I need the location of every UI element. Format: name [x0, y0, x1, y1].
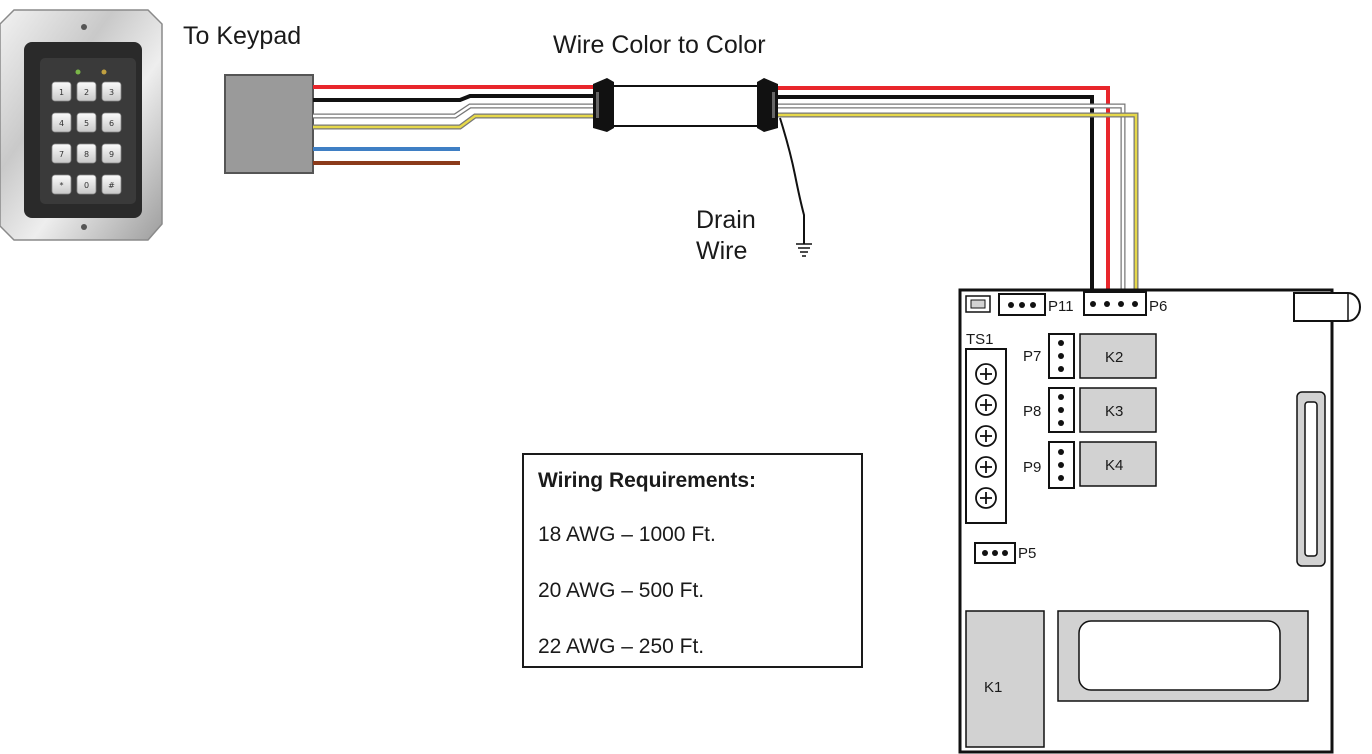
- drain-wire: [779, 117, 812, 257]
- p6-header: [1083, 291, 1147, 316]
- board-wire-run: [778, 86, 1139, 292]
- p8-label: P8: [1023, 403, 1041, 420]
- to-keypad-label: To Keypad: [183, 22, 301, 50]
- relay-k1: [965, 610, 1045, 748]
- black-wire-run: [778, 95, 1094, 292]
- cable-ferrule-right: [757, 78, 778, 132]
- keypad-keys: 1 2 3 4 5 6 7 8 9 * 0 #: [51, 81, 122, 195]
- keypad-key: [101, 143, 122, 164]
- black-wire: [313, 94, 595, 102]
- p7-label: P7: [1023, 348, 1041, 365]
- requirement-line: 20 AWG – 500 Ft.: [538, 579, 705, 602]
- board-led: [1293, 292, 1361, 322]
- relay-k3: [1079, 387, 1157, 433]
- white-wire: [313, 104, 595, 118]
- yellow-wire: [313, 114, 595, 129]
- requirement-line: 18 AWG – 1000 Ft.: [538, 523, 716, 546]
- keypad-key: [51, 81, 72, 102]
- drain-label-line1: Drain: [696, 206, 756, 234]
- keypad-key-label: 8: [84, 150, 89, 159]
- relay-k2: [1079, 333, 1157, 379]
- wire-color-label: Wire Color to Color: [553, 31, 766, 59]
- requirement-line: 22 AWG – 250 Ft.: [538, 635, 705, 658]
- keypad-key: [101, 174, 122, 195]
- keypad-key-label: #: [108, 181, 115, 190]
- keypad-key-label: 7: [59, 150, 64, 159]
- keypad-key-label: 5: [84, 119, 89, 128]
- keypad-key: [101, 112, 122, 133]
- control-board: [958, 288, 1361, 754]
- relay-k4: [1079, 441, 1157, 487]
- red-wire-run: [778, 86, 1110, 292]
- ts1-label: TS1: [966, 331, 994, 348]
- keypad-key-label: 1: [59, 88, 64, 97]
- p6-label: P6: [1149, 298, 1167, 315]
- yellow-wire-run: [778, 113, 1138, 292]
- k4-label: K4: [1105, 457, 1123, 474]
- p5-label: P5: [1018, 545, 1036, 562]
- drain-label-line2: Wire: [696, 237, 747, 265]
- k2-label: K2: [1105, 349, 1123, 366]
- wiring-requirements-box: Wiring Requirements: 18 AWG – 1000 Ft. 2…: [522, 453, 863, 668]
- keypad-device: 1 2 3 4 5 6 7 8 9 * 0 #: [0, 9, 163, 241]
- keypad-key-label: 0: [84, 181, 89, 190]
- keypad-key: [51, 112, 72, 133]
- k1-label: K1: [984, 679, 1002, 696]
- keypad-key: [51, 174, 72, 195]
- k3-label: K3: [1105, 403, 1123, 420]
- p9-label: P9: [1023, 459, 1041, 476]
- keypad-key-label: *: [60, 181, 64, 190]
- keypad-key-label: 4: [59, 119, 64, 128]
- keypad-key-label: 6: [109, 119, 114, 128]
- white-wire-run: [778, 104, 1125, 292]
- keypad-key: [76, 81, 97, 102]
- keypad-key-label: 3: [109, 88, 114, 97]
- keypad-key: [51, 143, 72, 164]
- wiring-requirements-title: Wiring Requirements:: [538, 469, 756, 492]
- p11-label: P11: [1048, 298, 1074, 315]
- keypad-key-label: 2: [84, 88, 89, 97]
- keypad-key: [76, 143, 97, 164]
- keypad-key: [101, 81, 122, 102]
- cable-ferrule-left: [593, 78, 614, 132]
- keypad-connector: [224, 74, 314, 174]
- keypad-key: [76, 112, 97, 133]
- keypad-wire-harness: [224, 74, 595, 174]
- keypad-key-label: 9: [109, 150, 114, 159]
- shielded-cable: [593, 78, 778, 132]
- keypad-key: [76, 174, 97, 195]
